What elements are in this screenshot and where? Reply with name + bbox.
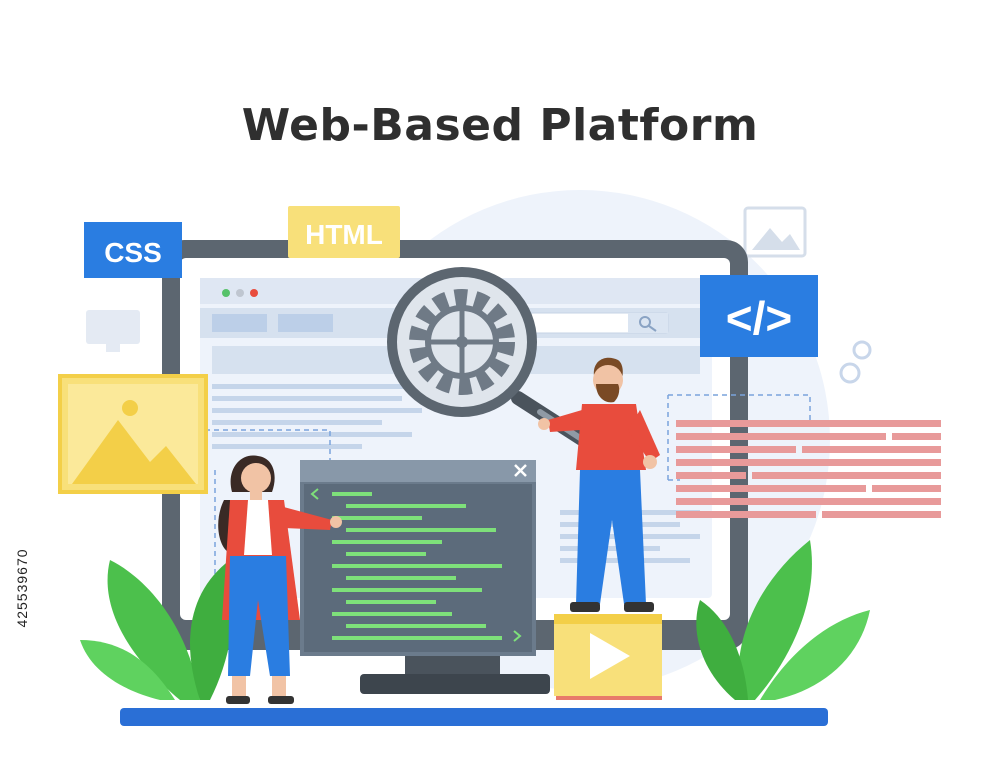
search-icon bbox=[628, 313, 668, 333]
monitor-base bbox=[360, 674, 550, 694]
html-tag-icon: HTML bbox=[288, 206, 400, 258]
code-chevron-icon bbox=[310, 488, 319, 500]
mini-monitor-icon bbox=[86, 310, 140, 352]
code-tag-label: </> bbox=[726, 292, 793, 344]
leaf-icon bbox=[696, 540, 870, 700]
code-lines bbox=[332, 492, 502, 640]
window-dot-green bbox=[222, 289, 230, 297]
floor-bar bbox=[120, 708, 828, 726]
code-chevron-icon bbox=[513, 630, 522, 642]
play-icon bbox=[590, 633, 630, 679]
nav-item bbox=[278, 314, 333, 332]
css-tag-icon: CSS bbox=[84, 222, 182, 278]
image-icon bbox=[743, 206, 807, 258]
man-character bbox=[538, 357, 660, 612]
page-title: Web-Based Platform bbox=[241, 100, 759, 151]
code-brackets-icon: </> bbox=[700, 275, 818, 357]
leaf-icon bbox=[80, 560, 234, 700]
window-dot-grey bbox=[236, 289, 244, 297]
stock-id-watermark: 425539670 bbox=[14, 548, 30, 628]
code-block-right bbox=[676, 420, 941, 518]
mini-gear-icon bbox=[839, 340, 872, 384]
woman-character bbox=[218, 455, 342, 704]
nav-item bbox=[212, 314, 267, 332]
image-card bbox=[58, 374, 208, 494]
guide-lines bbox=[205, 394, 811, 620]
css-tag-label: CSS bbox=[104, 237, 162, 268]
window-dot-red bbox=[250, 289, 258, 297]
html-tag-label: HTML bbox=[305, 219, 383, 250]
close-icon bbox=[514, 464, 527, 477]
